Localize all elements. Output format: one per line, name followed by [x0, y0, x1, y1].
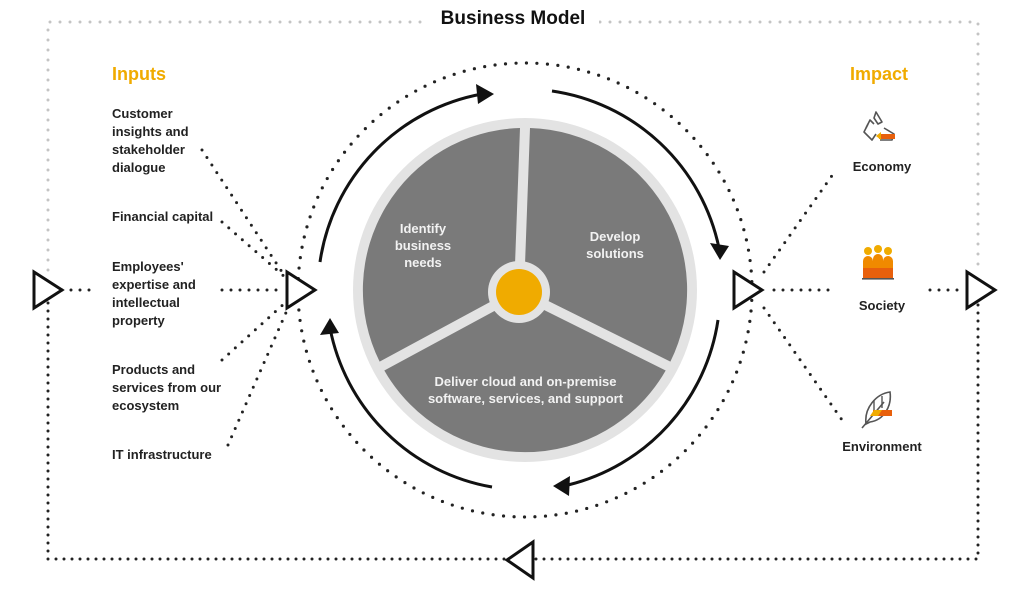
- cycle-arrows: [318, 89, 721, 489]
- impact-item-society: Society: [822, 294, 942, 313]
- wheel-segment-label: Develop solutions: [586, 229, 644, 261]
- wheel-segments: [362, 128, 688, 453]
- impact-label: Economy: [852, 159, 912, 174]
- input-item: Employees' expertise and intellectual pr…: [112, 259, 196, 328]
- wheel-segment-label: Identify business needs: [394, 221, 452, 270]
- left-outer-triangle-icon: [32, 269, 65, 311]
- impact-item-economy: Economy: [822, 155, 942, 174]
- diagram-title: Business Model: [0, 8, 1026, 30]
- feedback-triangle-icon: [504, 539, 535, 581]
- wheel-segment: [521, 128, 688, 362]
- leaf-icon: [861, 391, 892, 429]
- impact-label: Society: [858, 298, 906, 313]
- arrowhead-icon: [710, 243, 729, 260]
- input-triangle-icon: [285, 269, 318, 311]
- inputs-heading: Inputs: [112, 64, 166, 84]
- wheel-segment-label: Deliver cloud and on-premise software, s…: [427, 374, 624, 406]
- diagram-title-text: Business Model: [426, 8, 600, 29]
- arrow-bottom-right: [567, 319, 720, 487]
- wheel-segment: [362, 128, 520, 362]
- recycle-icon: [863, 111, 895, 141]
- input-item: Customer insights and stakeholder dialog…: [112, 106, 189, 175]
- input-item: Products and services from our ecosystem: [112, 362, 222, 413]
- input-connectors: [60, 148, 290, 447]
- arrow-bottom-left: [328, 327, 493, 489]
- impact-item-environment: Environment: [822, 435, 942, 454]
- impact-heading: Impact: [850, 64, 909, 84]
- people-icon: [862, 245, 894, 280]
- arrowhead-icon: [320, 318, 339, 335]
- right-outer-triangle-icon: [965, 269, 998, 311]
- arrowhead-icon: [476, 84, 494, 104]
- wheel-segment: [384, 296, 666, 453]
- impact-connectors: [762, 168, 962, 422]
- hub-center: [496, 269, 542, 315]
- input-item: Financial capital: [112, 209, 214, 224]
- arrow-top-right: [551, 89, 721, 249]
- impact-label: Environment: [842, 439, 922, 454]
- input-item: IT infrastructure: [112, 447, 212, 462]
- arrow-top-left: [318, 92, 483, 263]
- arrowhead-icon: [553, 476, 570, 496]
- output-triangle-icon: [732, 269, 765, 311]
